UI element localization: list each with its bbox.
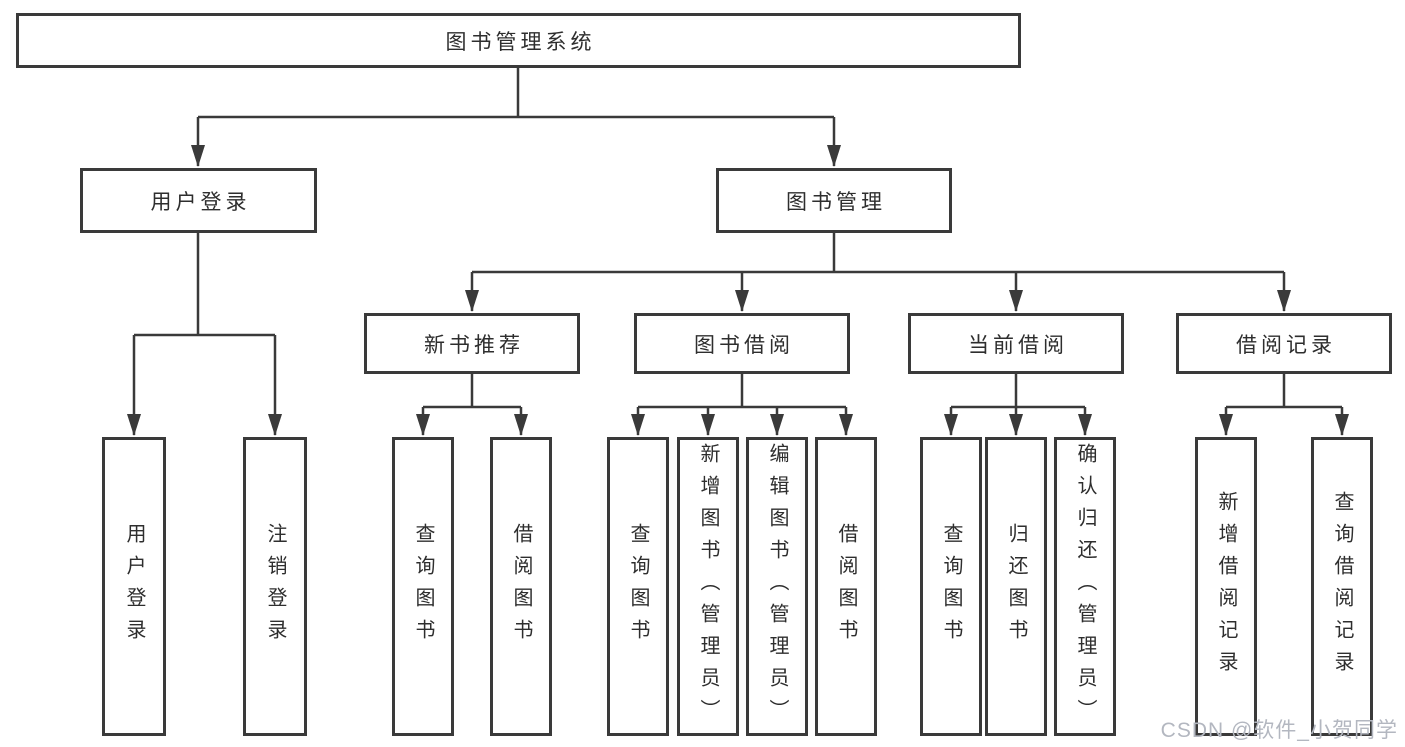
leaf-query-borrow-record: 查询借阅记录 [1311,437,1373,736]
connector-new-book-recommend-to-leaves [416,374,528,436]
connector-user-login-to-leaves [127,233,282,436]
leaf-logout: 注销登录 [243,437,307,736]
node-new-book-recommend: 新书推荐 [364,313,580,374]
node-book-borrow: 图书借阅 [634,313,850,374]
leaf-query-books-recommend: 查询图书 [392,437,454,736]
node-book-management-branch: 图书管理 [716,168,952,233]
leaf-return-book: 归还图书 [985,437,1047,736]
connector-book-management-to-level3 [465,233,1291,312]
connector-current-borrow-to-leaves [944,374,1092,436]
leaf-query-books-current: 查询图书 [920,437,982,736]
leaf-query-books-borrow: 查询图书 [607,437,669,736]
connector-book-borrow-to-leaves [631,374,853,436]
leaf-edit-book-admin: 编辑图书（管理员） [746,437,808,736]
leaf-borrow-books: 借阅图书 [815,437,877,736]
leaf-add-book-admin: 新增图书（管理员） [677,437,739,736]
node-user-login-branch: 用户登录 [80,168,317,233]
leaf-confirm-return-admin: 确认归还（管理员） [1054,437,1116,736]
csdn-watermark: CSDN @软件_小贺同学 [1160,719,1398,742]
leaf-user-login: 用户登录 [102,437,166,736]
connector-root-to-level2 [191,68,841,167]
leaf-add-borrow-record: 新增借阅记录 [1195,437,1257,736]
leaf-borrow-books-recommend: 借阅图书 [490,437,552,736]
connector-borrow-records-to-leaves [1219,374,1349,436]
node-current-borrow: 当前借阅 [908,313,1124,374]
node-borrow-records: 借阅记录 [1176,313,1392,374]
node-root: 图书管理系统 [16,13,1021,68]
